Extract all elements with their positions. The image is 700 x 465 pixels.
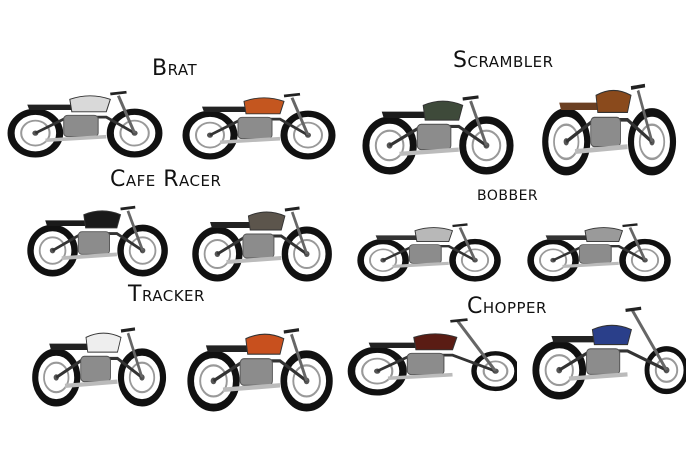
exhaust bbox=[61, 252, 117, 260]
engine bbox=[239, 358, 273, 386]
exhaust bbox=[574, 144, 628, 154]
bobber-bike-2 bbox=[525, 212, 675, 282]
fuel-tank bbox=[243, 97, 285, 115]
exhaust bbox=[64, 379, 118, 388]
engine bbox=[590, 116, 621, 148]
engine bbox=[63, 114, 99, 138]
seat bbox=[49, 343, 88, 350]
seat bbox=[205, 345, 248, 352]
brat-bike-1 bbox=[5, 78, 167, 158]
fuel-tank bbox=[69, 95, 111, 113]
fuel-tank bbox=[422, 100, 464, 121]
scrambler-bike-1 bbox=[360, 80, 518, 175]
seat bbox=[551, 336, 595, 343]
exhaust bbox=[226, 256, 282, 264]
bobber-bike-1 bbox=[355, 212, 505, 282]
engine bbox=[242, 233, 275, 259]
fuel-tank bbox=[83, 210, 122, 229]
front-wheel bbox=[471, 351, 517, 392]
tracker-bike-2 bbox=[185, 312, 337, 412]
scrambler-bike-2 bbox=[540, 66, 680, 176]
seat bbox=[45, 220, 86, 226]
engine bbox=[408, 244, 442, 264]
front-wheel bbox=[459, 116, 514, 175]
seat bbox=[27, 104, 72, 110]
label-chopper: Chopper bbox=[467, 294, 547, 319]
chopper-bike-1 bbox=[345, 316, 517, 396]
fuel-tank bbox=[413, 333, 458, 351]
label-bobber: bobber bbox=[477, 181, 539, 205]
exhaust bbox=[399, 147, 459, 156]
rear-wheel bbox=[527, 238, 579, 282]
seat bbox=[545, 235, 587, 240]
fuel-tank bbox=[414, 227, 454, 242]
engine bbox=[237, 116, 273, 140]
rear-wheel bbox=[32, 348, 81, 407]
fuel-tank bbox=[584, 227, 624, 242]
exhaust bbox=[219, 136, 281, 144]
fuel-tank bbox=[85, 332, 122, 353]
exhaust bbox=[392, 261, 449, 268]
front-wheel bbox=[449, 238, 501, 282]
chopper-bike-2 bbox=[530, 304, 686, 400]
fuel-tank bbox=[591, 324, 632, 346]
tracker-bike-1 bbox=[30, 312, 170, 407]
rear-wheel bbox=[357, 238, 409, 282]
fuel-tank bbox=[595, 89, 632, 114]
brat-bike-2 bbox=[180, 80, 340, 160]
seat bbox=[210, 222, 251, 228]
label-brat: Brat bbox=[152, 56, 198, 81]
engine bbox=[586, 348, 621, 375]
seat bbox=[375, 235, 417, 240]
fuel-tank bbox=[245, 333, 285, 355]
engine bbox=[406, 352, 445, 376]
front-wheel bbox=[644, 346, 686, 395]
cafe-racer-bike-2 bbox=[190, 192, 336, 282]
rear-wheel bbox=[532, 340, 587, 400]
exhaust bbox=[562, 261, 619, 268]
label-cafe-racer: Cafe Racer bbox=[110, 167, 222, 192]
rear-wheel bbox=[7, 108, 64, 158]
exhaust bbox=[222, 383, 281, 392]
rear-wheel bbox=[182, 110, 238, 160]
seat bbox=[202, 106, 246, 112]
exhaust bbox=[45, 134, 107, 142]
fuel-tank bbox=[247, 211, 286, 231]
engine bbox=[77, 231, 110, 255]
engine bbox=[416, 123, 452, 151]
seat bbox=[381, 111, 426, 118]
rear-wheel bbox=[347, 346, 407, 396]
label-scrambler: Scrambler bbox=[453, 48, 554, 73]
engine bbox=[578, 244, 612, 264]
seat bbox=[368, 342, 416, 348]
label-tracker: Tracker bbox=[128, 282, 205, 307]
front-wheel bbox=[619, 238, 671, 282]
cafe-racer-bike-1 bbox=[25, 192, 172, 277]
exhaust bbox=[387, 372, 453, 380]
front-wheel bbox=[117, 348, 167, 407]
exhaust bbox=[568, 372, 628, 381]
engine bbox=[80, 355, 111, 383]
front-wheel bbox=[106, 108, 163, 158]
seat bbox=[559, 102, 598, 110]
